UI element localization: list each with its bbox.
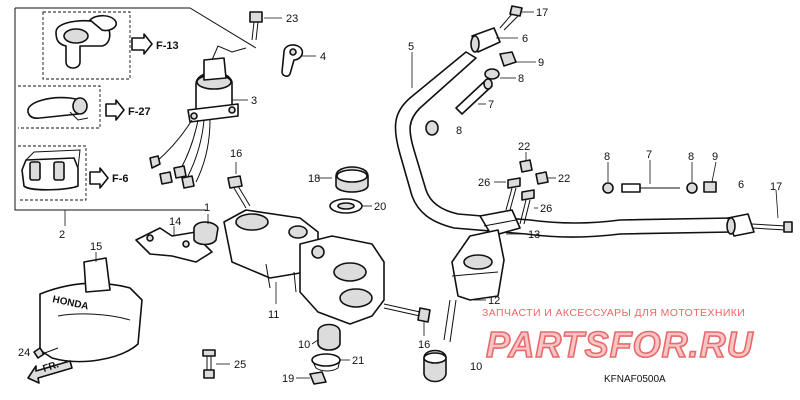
callout-14: 14 [169, 216, 181, 228]
part-ignition-switch [149, 45, 247, 189]
callout-16b: 16 [418, 339, 430, 351]
part-grommet-18 [335, 166, 369, 193]
callout-8d: 8 [688, 151, 694, 163]
callout-26b: 26 [540, 203, 552, 215]
part-bolt-16a [227, 175, 251, 209]
part-bolt-26a [505, 177, 521, 211]
direction-label: FR. [42, 359, 61, 375]
callout-8a: 8 [518, 73, 524, 85]
part-key [281, 44, 304, 77]
part-cover-15: HONDA [39, 257, 143, 363]
part-clip-22b [535, 171, 549, 185]
part-bolt-16b [383, 303, 431, 323]
part-row-clip-9b [703, 181, 717, 193]
inset-3-box [18, 145, 87, 201]
callout-1: 1 [204, 202, 210, 214]
callout-18: 18 [308, 173, 320, 185]
part-bolt-26b [519, 189, 535, 225]
callout-8c: 8 [604, 151, 610, 163]
part-clip-22a [519, 159, 533, 173]
callout-5: 5 [408, 41, 414, 53]
callout-21: 21 [352, 355, 364, 367]
callout-17a: 17 [536, 7, 548, 19]
part-nut-8b [425, 120, 439, 136]
callout-7b: 7 [646, 149, 652, 161]
callout-10b: 10 [470, 361, 482, 373]
callout-3: 3 [251, 95, 257, 107]
part-row-nut-8d [686, 182, 698, 194]
part-screw-24 [33, 347, 59, 359]
ref-f27: F-27 [128, 106, 151, 118]
callout-22a: 22 [518, 141, 530, 153]
callout-20: 20 [374, 201, 386, 213]
callout-6b: 6 [738, 179, 744, 191]
ref-f6: F-6 [112, 173, 129, 185]
watermark-brand: PARTSFOR.RU [486, 324, 754, 365]
part-nut-8a [484, 68, 500, 80]
callout-12: 12 [488, 295, 500, 307]
part-handlebar-holder-11 [223, 209, 385, 325]
inset-panel: F-13 F-27 F-6 [14, 7, 257, 211]
callout-15: 15 [90, 241, 102, 253]
part-inner-weight-7a [455, 78, 493, 115]
part-screw-17a [499, 5, 523, 31]
part-bracket-14 [135, 227, 213, 263]
callout-13: 13 [528, 229, 540, 241]
part-upper-holder-13 [479, 209, 521, 237]
ref-f13: F-13 [156, 40, 179, 52]
callout-24: 24 [18, 347, 30, 359]
inset-3-part [21, 149, 81, 191]
part-weight-6a [470, 27, 501, 53]
part-washer-20 [329, 198, 363, 214]
callout-26a: 26 [478, 177, 490, 189]
callout-22b: 22 [558, 173, 570, 185]
part-weight-6b [726, 213, 755, 237]
callout-19: 19 [282, 373, 294, 385]
part-row-weight-7b [621, 183, 680, 193]
inset-2-box [18, 85, 101, 129]
inset-2-part [27, 96, 89, 121]
callout-6a: 6 [522, 33, 528, 45]
arrow-ref-f13 [131, 33, 153, 55]
part-screw-17b [751, 221, 793, 233]
part-riser-12 [443, 229, 505, 343]
part-row-nut-8c [602, 182, 614, 194]
part-handlebar-5 [394, 51, 733, 238]
part-bushing-1 [193, 221, 219, 246]
callout-7a: 7 [488, 99, 494, 111]
ignition-key-part [55, 14, 118, 69]
callout-2: 2 [59, 229, 65, 241]
callout-16a: 16 [230, 148, 242, 160]
direction-arrow: FR. [27, 359, 73, 384]
callout-9a: 9 [538, 57, 544, 69]
callout-25: 25 [234, 359, 246, 371]
callout-8b: 8 [456, 125, 462, 137]
ignition-key-box [42, 11, 131, 80]
callout-17b: 17 [770, 181, 782, 193]
part-rubber-10b [423, 349, 447, 383]
watermark-title: ЗАПЧАСТИ И АКСЕССУАРЫ ДЛЯ МОТОТЕХНИКИ [482, 307, 745, 319]
part-bolt-25 [202, 349, 216, 379]
part-clip-9a [499, 51, 517, 67]
arrow-ref-f6 [89, 167, 109, 189]
callout-9b: 9 [712, 151, 718, 163]
drawing-code: KFNAF0500A [604, 374, 666, 385]
part-nut-19 [309, 371, 327, 385]
arrow-ref-f27 [105, 99, 125, 121]
callout-23: 23 [286, 13, 298, 25]
callout-11: 11 [268, 309, 279, 321]
callout-10a: 10 [298, 339, 310, 351]
part-bolt-23 [249, 11, 263, 41]
part-cushion-21 [311, 353, 341, 372]
callout-4: 4 [320, 51, 326, 63]
part-rubber-10a [317, 323, 341, 351]
